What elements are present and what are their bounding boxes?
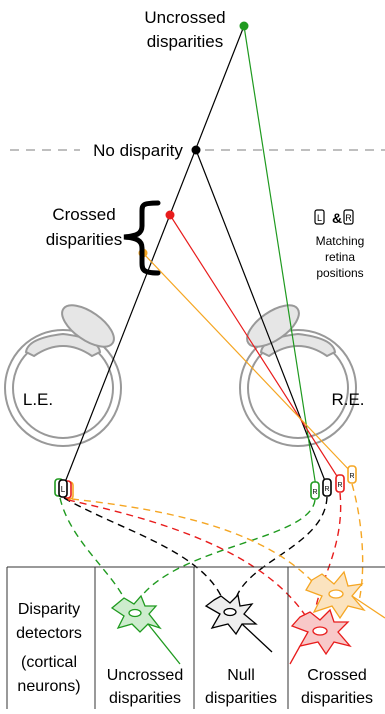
col-null-line1: Null <box>227 667 255 684</box>
no-disparity-label: No disparity <box>93 141 183 160</box>
col-crossed-line2: disparities <box>301 690 373 707</box>
right-cell-black-label: R <box>324 486 329 493</box>
neuron-null <box>204 593 273 653</box>
crossed-red-sight-line-right <box>169 214 343 485</box>
left-retina-cells: L <box>54 478 74 500</box>
legend-amp: & <box>332 210 342 226</box>
matching-legend: L & R Matching retina positions <box>314 209 365 280</box>
col-null-line2: disparities <box>205 690 277 707</box>
neuron-uncrossed <box>110 594 181 665</box>
right-cell-red <box>335 474 345 493</box>
no-disparity-point <box>191 145 201 155</box>
axon-left-red <box>67 499 306 616</box>
right-eye-label: R.E. <box>331 390 364 409</box>
right-cell-green <box>310 481 320 500</box>
detectors-label-line4: neurons) <box>17 678 80 695</box>
matching-line2: retina <box>325 250 355 264</box>
axon-left-green <box>59 497 126 601</box>
col-uncrossed-line1: Uncrossed <box>107 667 183 684</box>
crossed-brace <box>123 200 161 276</box>
axon-right-orange <box>351 483 364 606</box>
left-cell-label: L <box>61 485 66 494</box>
detectors-label-line3: (cortical <box>21 654 77 671</box>
uncrossed-label-line2: disparities <box>147 32 224 51</box>
left-cell-black <box>58 479 68 498</box>
right-cell-orange-label: R <box>349 473 354 480</box>
detectors-label-line2: detectors <box>16 625 82 642</box>
col-uncrossed-line2: disparities <box>109 690 181 707</box>
legend-L-text: L <box>317 213 322 223</box>
left-eye <box>4 304 122 447</box>
right-eye <box>239 304 357 447</box>
matching-line1: Matching <box>316 234 365 248</box>
legend-R-text: R <box>345 213 352 223</box>
axon-right-red <box>314 492 342 613</box>
axon-left-orange <box>71 498 321 591</box>
axon-right-green <box>139 499 316 599</box>
right-cell-black <box>322 478 332 497</box>
uncrossed-sight-line-right <box>243 25 317 488</box>
right-cell-red-label: R <box>337 482 342 489</box>
legend-L-box <box>314 209 325 225</box>
axon-left-black <box>63 497 223 599</box>
sight-lines <box>61 25 353 491</box>
detectors-label-line1: Disparity <box>18 601 80 618</box>
uncrossed-label-line1: Uncrossed <box>144 8 225 27</box>
axon-projections <box>59 483 364 616</box>
right-retina-cells: R R R R <box>310 465 357 500</box>
axon-right-black <box>235 496 328 599</box>
matching-line3: positions <box>316 266 363 280</box>
neuron-crossed-orange <box>305 570 385 620</box>
crossed-point-red <box>165 210 175 220</box>
crossed-label-line2: disparities <box>46 230 123 249</box>
detector-table <box>6 566 385 709</box>
left-eye-sight-line <box>61 25 245 491</box>
neuron-crossed-red <box>289 608 352 665</box>
null-sight-line-right <box>195 149 328 487</box>
left-eye-label: L.E. <box>23 390 53 409</box>
right-cell-green-label: R <box>312 489 317 496</box>
legend-R-box <box>343 209 354 225</box>
uncrossed-point <box>239 21 249 31</box>
col-crossed-line1: Crossed <box>307 667 367 684</box>
crossed-orange-sight-line-right <box>142 252 353 474</box>
right-cell-orange <box>347 465 357 484</box>
crossed-label-line1: Crossed <box>52 205 115 224</box>
